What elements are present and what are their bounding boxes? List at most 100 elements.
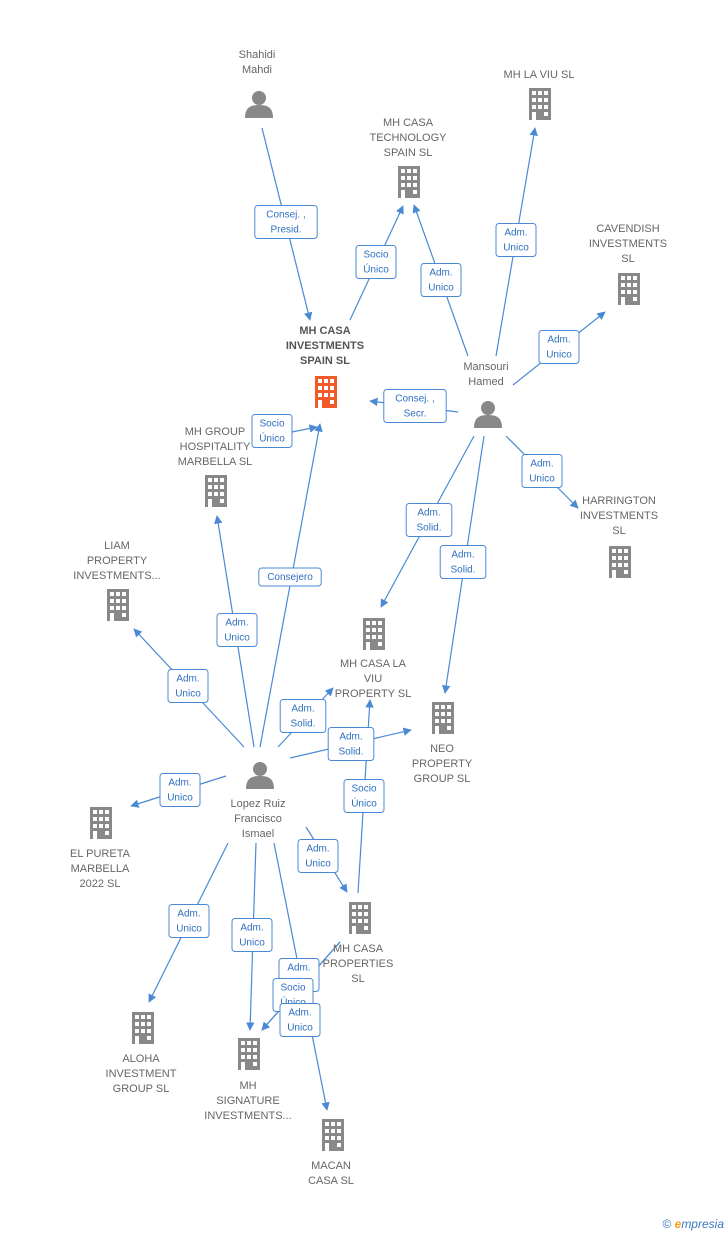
node-label: MH LA VIU SL [504,69,575,81]
node-label: PROPERTIES [323,958,394,970]
node-label: CASA SL [308,1175,354,1187]
building-icon [205,475,227,507]
edge-label-text: Adm. [530,459,553,470]
edge-label[interactable]: Adm.Unico [216,613,258,647]
edge-label-box [168,904,210,938]
building-icon [90,807,112,839]
edge-label[interactable]: Adm.Unico [159,773,201,807]
edge-label-text: Adm. [287,963,310,974]
edge-label-text: Unico [167,793,193,804]
node-label: 2022 SL [80,878,121,890]
edge-label-box [216,613,258,647]
edge-label-box [258,567,322,587]
building-icon [363,618,385,650]
edge-label[interactable]: Adm.Solid. [327,727,375,761]
building-icon [107,589,129,621]
edge-label-box [439,545,487,579]
person-icon [246,762,274,789]
building-icon [132,1012,154,1044]
building-icon [349,902,371,934]
edge-label[interactable]: Adm.Solid. [439,545,487,579]
edge-label[interactable]: Adm.Solid. [405,503,453,537]
edge-label-box [251,414,293,448]
edge-label-box [538,330,580,364]
edge-label[interactable]: Consej. , Presid. [254,205,318,239]
edge-label-text: Adm. [504,228,527,239]
node-mhsignature[interactable]: MHSIGNATUREINVESTMENTS... [204,1038,292,1122]
building-icon [315,376,337,408]
building-icon [238,1038,260,1070]
edge-label-text: Unico [175,689,201,700]
edge-label[interactable]: Adm.Unico [521,454,563,488]
node-label: EL PURETA [70,848,131,860]
node-label: Ismael [242,828,274,840]
edge-label-text: Adm. [288,1008,311,1019]
node-label: INVESTMENTS [286,340,364,352]
edge-label[interactable]: Adm.Unico [231,918,273,952]
edge-label[interactable]: Adm.Solid. [279,699,327,733]
edge-label-box [279,1003,321,1037]
edge-label[interactable]: Adm. Unico [279,1003,321,1037]
node-label: Hamed [468,376,503,388]
edge-label-text: Adm. [451,550,474,561]
edge-label-text: Unico [503,243,529,254]
edge-label-text: Adm. [177,909,200,920]
node-label: PROPERTY SL [335,688,412,700]
edge-label-text: Unico [224,633,250,644]
node-label: TECHNOLOGY [369,132,447,144]
edge-label[interactable]: Adm. Unico [495,223,537,257]
edge-label[interactable]: Consejero [258,567,322,587]
edge-label[interactable]: Adm.Unico [420,263,462,297]
edge-label-box [279,699,327,733]
edge-label-text: Único [259,432,285,445]
node-label: MACAN [311,1160,351,1172]
node-label: MARBELLA [71,863,130,875]
node-label: MARBELLA SL [178,456,253,468]
node-elpureta[interactable]: EL PURETA MARBELLA 2022 SL [70,807,131,890]
edge-label[interactable]: Adm.Unico [538,330,580,364]
edge-label-text: Solid. [338,747,363,758]
edge-label-text: Adm. [240,923,263,934]
node-label: INVESTMENTS [580,510,658,522]
edge-label[interactable]: Consej. ,Secr. [383,389,447,423]
edge-label[interactable]: Adm.Unico [167,669,209,703]
node-mhlaviu[interactable]: MH LA VIU SL [504,69,575,120]
edge-label-box [167,669,209,703]
edge-label[interactable]: Adm. Unico [168,904,210,938]
edge-label-text: Adm. [429,268,452,279]
edge-label-box [405,503,453,537]
node-label: MH GROUP [185,426,246,438]
edge-label-text: Secr. [404,409,427,420]
edge-label-text: Presid. [270,225,301,236]
edge-label-text: Consej. , [266,210,305,221]
edge-label[interactable]: Adm.Unico [297,839,339,873]
node-label: INVESTMENT [106,1068,177,1080]
node-label: ALOHA [122,1053,160,1065]
node-label: Francisco [234,813,282,825]
edge-label-text: Unico [287,1023,313,1034]
node-label: GROUP SL [414,773,471,785]
node-label: SL [612,525,625,537]
edge-label-text: Unico [176,924,202,935]
node-liam[interactable]: LIAMPROPERTYINVESTMENTS... [73,540,161,621]
node-label: MH CASA [333,943,384,955]
node-macan[interactable]: MACAN CASA SL [308,1119,354,1187]
